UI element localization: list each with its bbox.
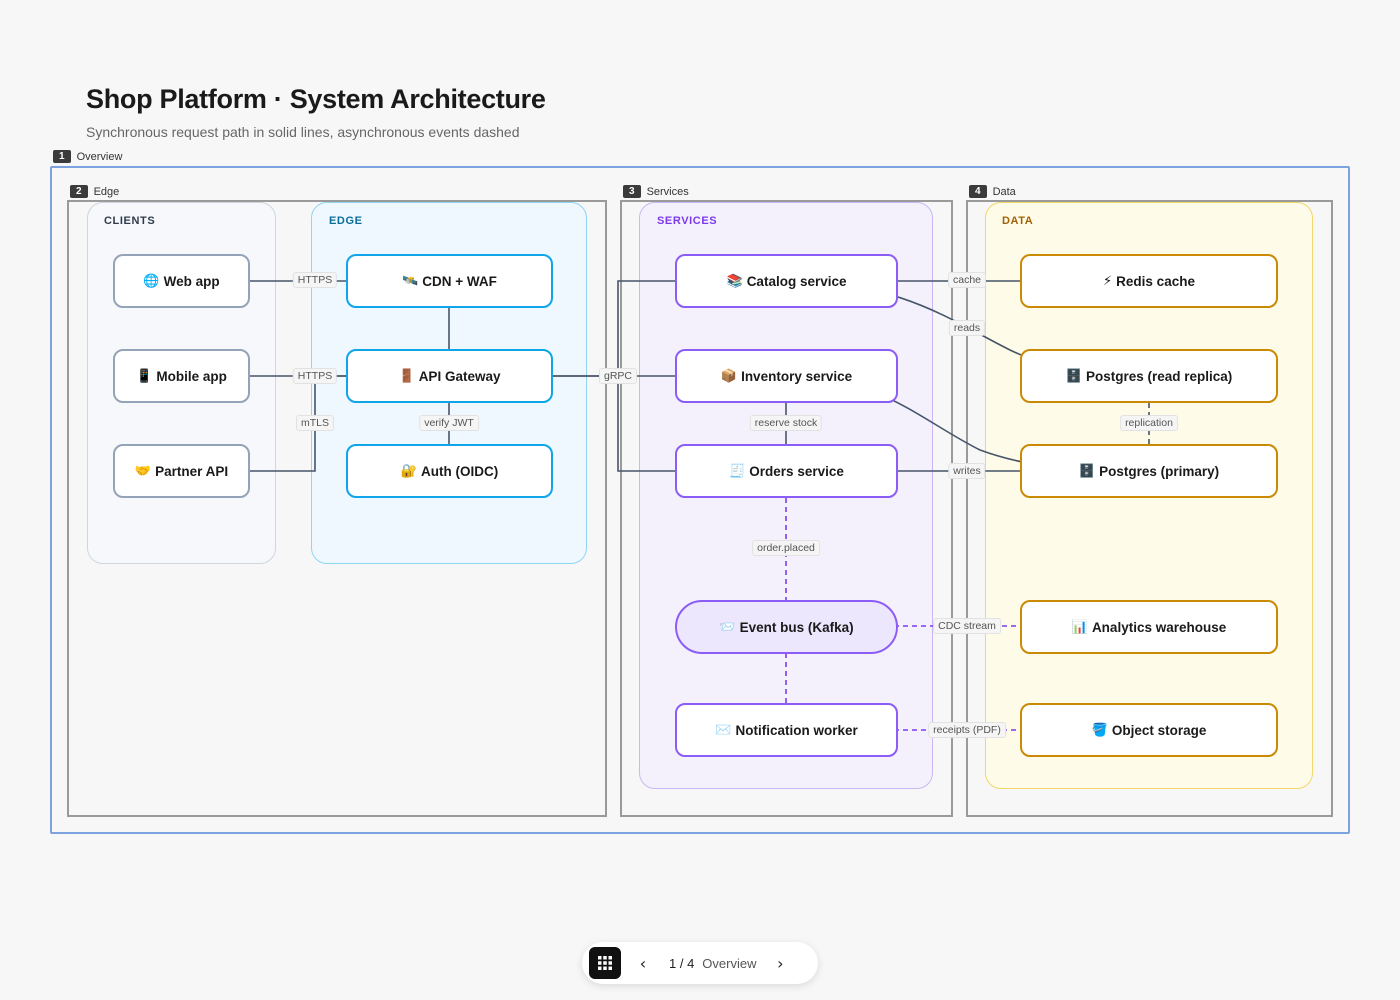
node-label: API Gateway [418, 368, 501, 384]
node-label: Web app [163, 273, 220, 289]
frame-number: 2 [70, 185, 88, 198]
node-event-bus[interactable]: 📨 Event bus (Kafka) [675, 600, 898, 654]
books-icon: 📚 [726, 273, 743, 289]
envelope-icon: ✉️ [715, 722, 732, 738]
node-object-storage[interactable]: 🪣 Object storage [1020, 703, 1278, 757]
edge-label-replication: replication [1120, 415, 1178, 431]
page-subtitle: Synchronous request path in solid lines,… [86, 124, 520, 140]
node-label: Mobile app [156, 368, 227, 384]
frame-tag-services[interactable]: 3 Services [623, 185, 689, 198]
node-label: Orders service [749, 463, 844, 479]
satellite-icon: 🛰️ [402, 273, 419, 289]
node-redis-cache[interactable]: ⚡ Redis cache [1020, 254, 1278, 308]
node-label: Redis cache [1116, 273, 1195, 289]
edge-label-https: HTTPS [292, 368, 338, 384]
edge-label-cdc-stream: CDC stream [933, 618, 1001, 634]
frame-data[interactable] [966, 200, 1333, 817]
frame-services[interactable] [620, 200, 953, 817]
phone-icon: 📱 [136, 368, 153, 384]
node-label: Postgres (primary) [1099, 463, 1220, 479]
node-label: Inventory service [741, 368, 853, 384]
lock-key-icon: 🔐 [400, 463, 417, 479]
page-counter: 1 / 4 [669, 955, 695, 971]
frame-number: 3 [623, 185, 641, 198]
frame-number: 1 [53, 150, 71, 163]
file-cabinet-icon: 🗄️ [1065, 368, 1082, 384]
node-label: CDN + WAF [422, 273, 497, 289]
frame-overview[interactable] [50, 166, 1350, 834]
node-label: Auth (OIDC) [420, 463, 499, 479]
frame-number: 4 [969, 185, 987, 198]
door-icon: 🚪 [398, 368, 415, 384]
node-inventory-service[interactable]: 📦 Inventory service [675, 349, 898, 403]
node-web-app[interactable]: 🌐 Web app [113, 254, 250, 308]
group-label-clients: CLIENTS [104, 215, 156, 227]
grid-view-button[interactable] [589, 947, 621, 979]
node-orders-service[interactable]: 🧾 Orders service [675, 444, 898, 498]
globe-icon: 🌐 [143, 273, 160, 289]
bucket-icon: 🪣 [1091, 722, 1108, 738]
next-page-button[interactable]: › [777, 953, 784, 973]
node-label: Catalog service [746, 273, 847, 289]
edge-label-reserve-stock: reserve stock [749, 415, 823, 431]
frame-pager: ‹ 1 / 4 Overview › [582, 942, 818, 984]
edge-label-cache: cache [947, 272, 987, 288]
node-label: Postgres (read replica) [1085, 368, 1233, 384]
handshake-icon: 🤝 [134, 463, 152, 479]
frame-label: Services [646, 185, 689, 198]
node-label: Event bus (Kafka) [739, 619, 854, 635]
edge-label-grpc: gRPC [598, 368, 638, 384]
lightning-icon: ⚡ [1103, 273, 1113, 289]
edge-label-https: HTTPS [292, 272, 338, 288]
node-cdn-waf[interactable]: 🛰️ CDN + WAF [346, 254, 553, 308]
frame-tag-data[interactable]: 4 Data [969, 185, 1016, 198]
page-title: Shop Platform · System Architecture [86, 84, 546, 114]
edge-label-order-placed: order.placed [752, 540, 820, 556]
inbox-tray-icon: 📨 [719, 619, 736, 635]
edge-label-verify-jwt: verify JWT [419, 415, 479, 431]
edge-label-receipts: receipts (PDF) [928, 722, 1006, 738]
node-mobile-app[interactable]: 📱 Mobile app [113, 349, 250, 403]
package-icon: 📦 [720, 368, 738, 384]
prev-page-button[interactable]: ‹ [639, 953, 647, 973]
frame-edge[interactable] [67, 200, 607, 817]
frame-label: Overview [76, 150, 123, 163]
edge-label-reads: reads [948, 320, 986, 336]
frame-tag-overview[interactable]: 1 Overview [53, 150, 122, 163]
node-postgres-replica[interactable]: 🗄️ Postgres (read replica) [1020, 349, 1278, 403]
frame-label: Edge [93, 185, 120, 198]
node-analytics-warehouse[interactable]: 📊 Analytics warehouse [1020, 600, 1278, 654]
file-cabinet-icon: 🗄️ [1078, 463, 1096, 479]
node-label: Analytics warehouse [1091, 619, 1227, 635]
node-api-gateway[interactable]: 🚪 API Gateway [346, 349, 553, 403]
frame-tag-edge[interactable]: 2 Edge [70, 185, 119, 198]
group-label-data: DATA [1002, 215, 1034, 227]
node-label: Object storage [1111, 722, 1207, 738]
node-notification-worker[interactable]: ✉️ Notification worker [675, 703, 898, 757]
receipt-icon: 🧾 [729, 463, 746, 479]
grid-icon [598, 956, 612, 970]
node-partner-api[interactable]: 🤝 Partner API [113, 444, 250, 498]
bar-chart-icon: 📊 [1071, 619, 1088, 635]
group-label-edge: EDGE [329, 215, 363, 227]
node-postgres-primary[interactable]: 🗄️ Postgres (primary) [1020, 444, 1278, 498]
edge-label-writes: writes [948, 463, 986, 479]
node-label: Notification worker [735, 722, 858, 738]
node-auth[interactable]: 🔐 Auth (OIDC) [346, 444, 553, 498]
group-label-services: SERVICES [657, 215, 718, 227]
frame-label: Data [992, 185, 1016, 198]
node-catalog-service[interactable]: 📚 Catalog service [675, 254, 898, 308]
node-label: Partner API [155, 463, 229, 479]
edge-label-mtls: mTLS [295, 415, 335, 431]
current-page-name: Overview [702, 955, 757, 971]
